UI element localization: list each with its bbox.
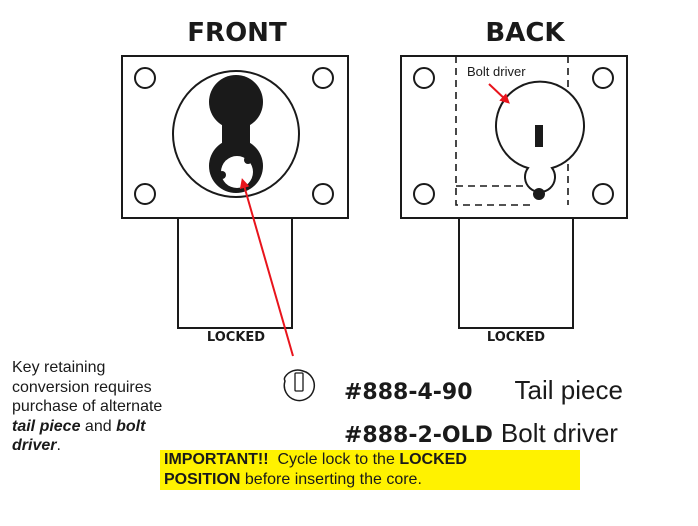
conversion-description: Key retaining conversion requires purcha… (0, 358, 244, 456)
part-row: #888-4-90 Tail piece (344, 370, 623, 413)
desc-period: . (56, 437, 61, 454)
parts-list: #888-4-90 Tail piece #888-2-OLD Bolt dri… (344, 370, 623, 456)
desc-tail-piece: tail piece (12, 417, 81, 435)
part-name: Tail piece (514, 375, 623, 405)
back-screw-hole-bl (413, 183, 435, 205)
desc-driver: driver (12, 437, 57, 454)
desc-line3: purchase of alternate (12, 398, 163, 415)
important-text1: Cycle lock to the (277, 451, 395, 468)
back-screw-hole-tr (592, 67, 614, 89)
front-keyway-top (209, 75, 263, 129)
front-locked-label: LOCKED (207, 330, 265, 345)
part-number: #888-4-90 (344, 380, 473, 405)
front-screw-hole-tr (312, 67, 334, 89)
bolt-driver-label: Bolt driver (467, 64, 526, 79)
back-screw-hole-tl (413, 67, 435, 89)
back-driver-slot (535, 125, 543, 147)
front-screw-hole-br (312, 183, 334, 205)
desc-line2: conversion requires (12, 378, 152, 396)
desc-line1: Key retaining (12, 359, 106, 376)
front-screw-hole-tl (134, 67, 156, 89)
important-note: IMPORTANT!! Cycle lock to the LOCKED POS… (160, 450, 580, 490)
tail-piece-arrow (239, 178, 294, 357)
important-position: POSITION (164, 471, 241, 488)
back-screw-hole-br (592, 183, 614, 205)
front-screw-hole-bl (134, 183, 156, 205)
back-driver-pin (533, 188, 545, 200)
part-row: #888-2-OLD Bolt driver (344, 413, 623, 456)
important-text2: before inserting the core. (244, 471, 422, 488)
desc-and: and (80, 417, 117, 435)
front-slot-lug-right (244, 156, 252, 164)
desc-bolt: bolt (116, 417, 146, 435)
important-locked: LOCKED (399, 451, 467, 468)
back-title: BACK (485, 18, 565, 48)
tail-piece-icon (283, 369, 316, 402)
front-bolt-body (177, 217, 293, 329)
back-locked-label: LOCKED (487, 330, 545, 345)
part-number: #888-2-OLD (344, 423, 493, 448)
important-label: IMPORTANT!! (164, 451, 269, 468)
front-title: FRONT (187, 18, 287, 48)
back-bolt-body (458, 217, 574, 329)
bolt-driver-arrow (488, 83, 510, 104)
front-slot-lug-left (218, 171, 226, 179)
front-keyway-neck (222, 118, 250, 148)
part-name: Bolt driver (500, 418, 618, 448)
